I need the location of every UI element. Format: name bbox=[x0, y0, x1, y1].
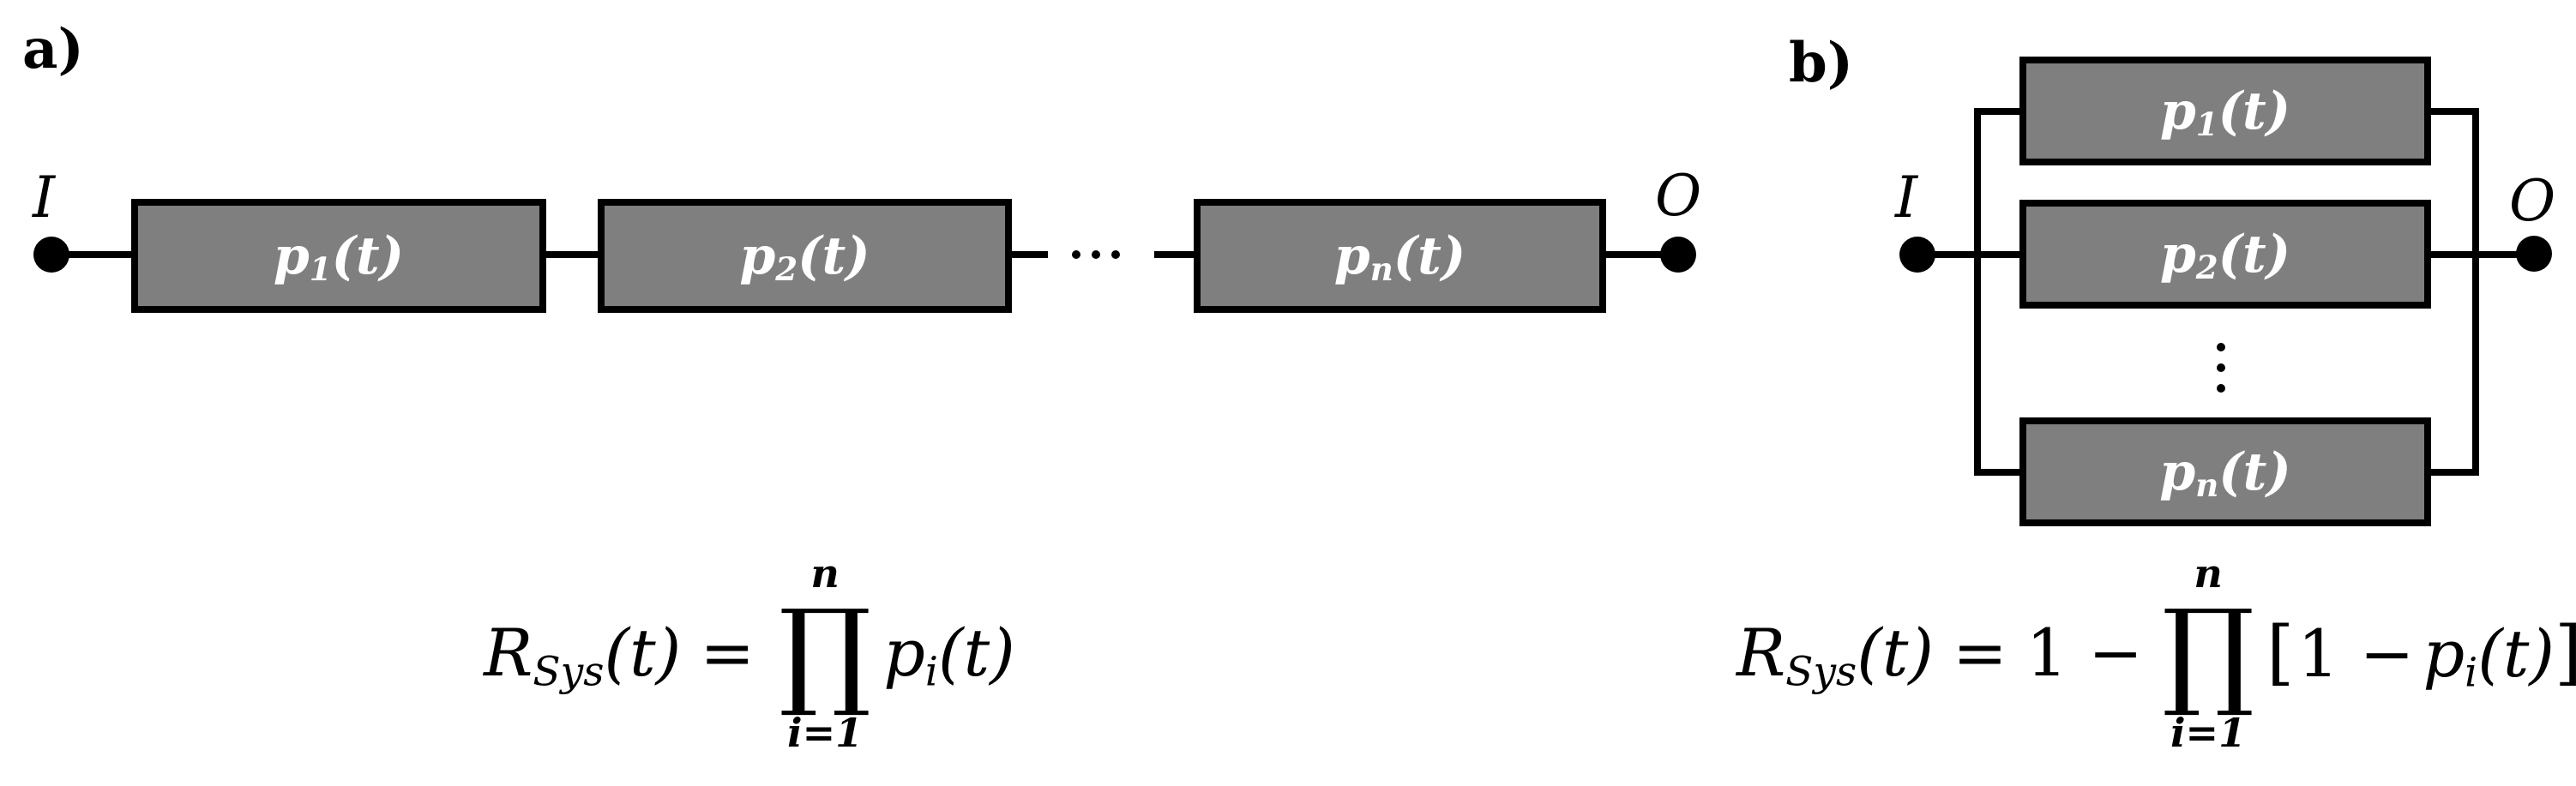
input-node-a bbox=[33, 237, 69, 273]
one-minus-term: 1 − bbox=[2025, 615, 2143, 691]
dot-icon bbox=[1072, 250, 1080, 259]
formula-parallel-reliability: RSys(t) = 1 − n ∏ i=1 [1 −pi(t)] bbox=[1736, 554, 2576, 753]
wire bbox=[1008, 251, 1048, 258]
formula-a-term: pi(t) bbox=[883, 615, 1015, 696]
component-label-b1: p1(t) bbox=[2159, 81, 2291, 143]
output-node-b bbox=[2516, 236, 2552, 272]
component-box-b2: p2(t) bbox=[2019, 200, 2431, 309]
close-bracket: ] bbox=[2555, 612, 2576, 693]
wire bbox=[2429, 469, 2479, 476]
horizontal-ellipsis-icon bbox=[1072, 250, 1120, 259]
wire bbox=[543, 251, 599, 258]
component-label-a2: p2(t) bbox=[739, 225, 870, 288]
component-box-b1: p1(t) bbox=[2019, 57, 2431, 165]
equals-sign: = bbox=[700, 615, 755, 691]
input-label-b: I bbox=[1895, 165, 1918, 231]
panel-a-label: a) bbox=[22, 17, 84, 81]
dot-icon bbox=[1092, 250, 1100, 259]
output-label-b: O bbox=[2509, 168, 2556, 234]
wire bbox=[1154, 251, 1195, 258]
left-bus-wire bbox=[1974, 108, 1981, 476]
panel-b-label: b) bbox=[1789, 31, 1854, 95]
dot-icon bbox=[2217, 384, 2225, 393]
component-label-b2: p2(t) bbox=[2159, 224, 2291, 286]
product-lower-limit: i=1 bbox=[2170, 710, 2247, 756]
dot-icon bbox=[2217, 343, 2225, 351]
component-box-bn: pn(t) bbox=[2019, 417, 2431, 526]
formula-a-lhs: RSys(t) bbox=[484, 615, 682, 696]
input-node-b bbox=[1899, 237, 1935, 273]
product-operator: n ∏ i=1 bbox=[779, 554, 871, 753]
component-label-an: pn(t) bbox=[1333, 225, 1466, 288]
component-label-a1: p1(t) bbox=[273, 225, 405, 288]
product-upper-limit: n bbox=[2194, 550, 2223, 597]
wire bbox=[1603, 251, 1662, 258]
open-bracket: [ bbox=[2266, 611, 2295, 693]
wire bbox=[67, 251, 133, 258]
product-upper-limit: n bbox=[810, 550, 840, 597]
wire bbox=[1974, 469, 2021, 476]
product-symbol: ∏ bbox=[2161, 585, 2255, 721]
component-box-a1: p1(t) bbox=[131, 199, 546, 313]
formula-b-term: [1 −pi(t)] bbox=[2266, 617, 2576, 693]
component-box-an: pn(t) bbox=[1194, 199, 1606, 313]
wire bbox=[2429, 251, 2518, 258]
product-operator: n ∏ i=1 bbox=[2162, 554, 2254, 753]
dot-icon bbox=[1111, 250, 1120, 259]
formula-b-lhs: RSys(t) bbox=[1736, 615, 1935, 696]
right-bus-wire bbox=[2472, 108, 2479, 476]
formula-series-reliability: RSys(t) = n ∏ i=1 pi(t) bbox=[484, 554, 1015, 753]
input-label-a: I bbox=[33, 165, 56, 231]
wire bbox=[2429, 108, 2479, 115]
component-box-a2: p2(t) bbox=[598, 199, 1012, 313]
inner-one-minus: 1 − bbox=[2297, 615, 2415, 692]
component-label-bn: pn(t) bbox=[2159, 441, 2291, 504]
output-label-a: O bbox=[1655, 163, 1702, 229]
equals-sign: = bbox=[1953, 615, 2007, 691]
product-symbol: ∏ bbox=[779, 585, 872, 721]
wire bbox=[1974, 108, 2021, 115]
dot-icon bbox=[2217, 363, 2225, 372]
vertical-ellipsis-icon bbox=[2217, 343, 2225, 393]
product-lower-limit: i=1 bbox=[787, 710, 864, 756]
output-node-a bbox=[1660, 237, 1696, 273]
